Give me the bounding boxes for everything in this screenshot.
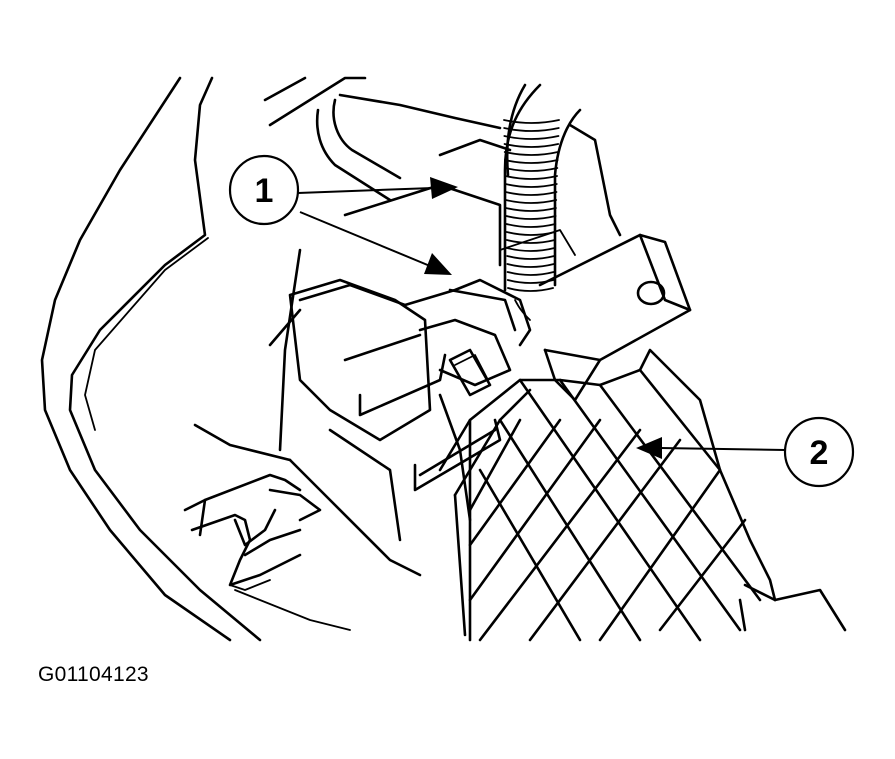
callout-1-leaders — [297, 177, 458, 275]
rear-support — [343, 83, 622, 267]
retaining-clip — [183, 473, 322, 591]
callout-2-label: 2 — [810, 434, 829, 472]
housing-outline — [40, 76, 262, 642]
switch-body — [288, 278, 532, 522]
mounting-bracket — [538, 233, 692, 402]
callout-2-leader — [636, 437, 786, 459]
callout-2: 2 — [783, 416, 855, 488]
callout-1: 1 — [228, 154, 300, 226]
upper-ribs — [263, 76, 502, 202]
wiring-harness — [503, 83, 582, 321]
figure-id: G01104123 — [38, 663, 149, 686]
callout-1-label: 1 — [255, 172, 274, 210]
bracket-hole — [636, 280, 666, 306]
grille-lattice — [438, 348, 847, 642]
lower-member — [193, 248, 422, 631]
